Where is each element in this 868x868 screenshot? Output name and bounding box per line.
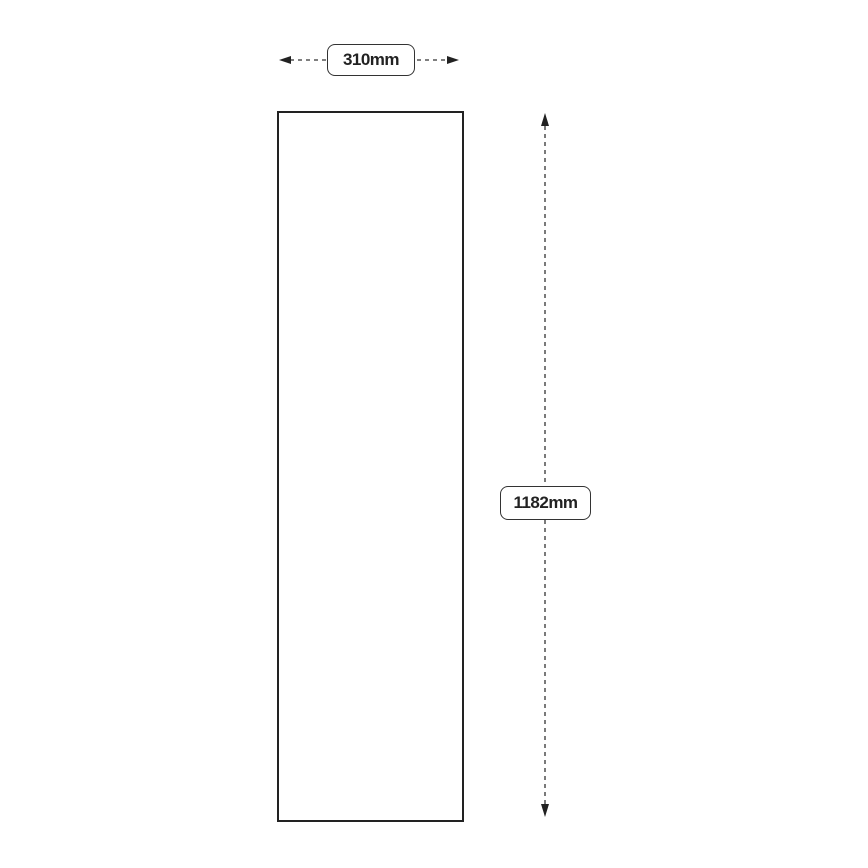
panel-outline — [277, 111, 464, 822]
height-dimension-arrow — [541, 113, 549, 817]
width-dimension-arrow — [279, 56, 459, 64]
width-label: 310mm — [327, 44, 415, 76]
arrow-left-icon — [279, 56, 291, 64]
height-label: 1182mm — [500, 486, 591, 520]
arrow-right-icon — [447, 56, 459, 64]
arrow-up-icon — [541, 113, 549, 126]
arrow-down-icon — [541, 804, 549, 817]
